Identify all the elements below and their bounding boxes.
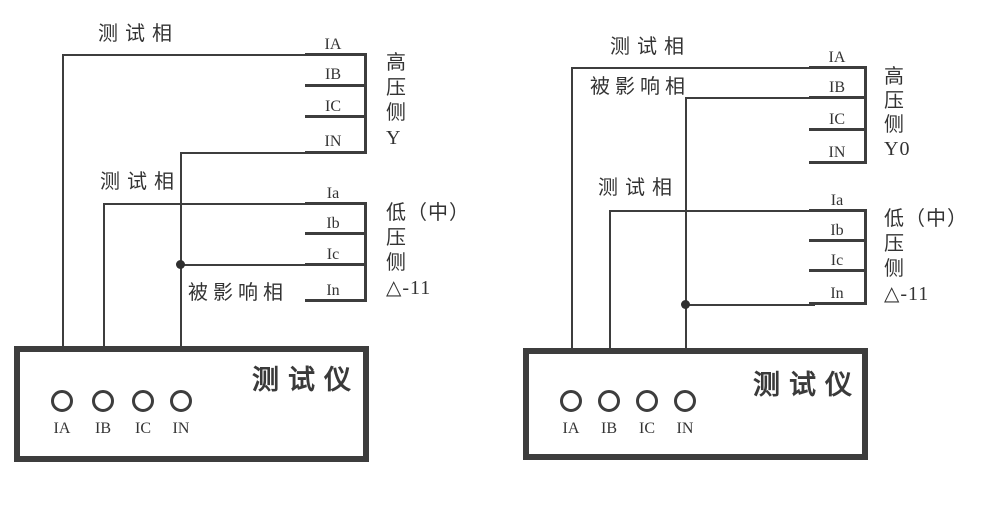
tester-terminal-circle-ic	[636, 390, 658, 412]
tester-terminal-label-ib: IB	[601, 420, 617, 437]
hv-terminal-bar-ia	[809, 66, 867, 69]
lv-terminal-bar-ib	[809, 239, 867, 242]
lv-winding-bracket	[364, 202, 367, 302]
tester-name: 测试仪	[753, 370, 861, 400]
tester-terminal-label-in: IN	[172, 420, 190, 437]
label-test-phase-low: 测试相	[598, 177, 679, 199]
tester-terminal-label-ia: IA	[562, 420, 580, 437]
wire-neutral-high-horizontal	[180, 152, 310, 154]
hv-terminal-bar-in	[809, 161, 867, 164]
lv-terminal-bar-ia	[305, 202, 367, 205]
lv-terminal-bar-in	[809, 302, 867, 305]
hv-winding-bracket	[364, 53, 367, 154]
hv-terminal-bar-ic	[809, 128, 867, 131]
lv-terminal-bar-ic	[809, 269, 867, 272]
hv-terminal-label-ib: IB	[325, 66, 341, 83]
hv-side-label: 高 压 侧 Y	[386, 52, 407, 149]
hv-terminal-bar-ib	[305, 84, 367, 87]
wire-test-phase-low-horizontal	[609, 210, 815, 212]
hv-terminal-label-ia: IA	[324, 36, 342, 53]
label-affected-phase: 被影响相	[188, 282, 288, 304]
lv-terminal-label-ic: Ic	[326, 246, 340, 263]
lv-side-label: 低（中） 压 侧 △-11	[386, 202, 470, 299]
tester-terminal-circle-in	[170, 390, 192, 412]
wire-test-phase-high-vertical	[571, 67, 573, 392]
tester-terminal-circle-ic	[132, 390, 154, 412]
lv-terminal-label-ib: Ib	[830, 222, 844, 239]
hv-terminal-bar-in	[305, 151, 367, 154]
wire-test-phase-high-vertical	[62, 54, 64, 392]
lv-terminal-label-ia: Ia	[326, 185, 340, 202]
hv-side-label: 高 压 侧 Y0	[884, 66, 911, 160]
tester-name: 测试仪	[252, 365, 360, 395]
hv-terminal-label-ia: IA	[828, 49, 846, 66]
wire-affected-phase-horizontal	[685, 97, 815, 99]
junction-dot	[176, 260, 185, 269]
hv-terminal-bar-ib	[809, 96, 867, 99]
hv-terminal-label-in: IN	[324, 133, 342, 150]
label-test-phase-high: 测试相	[98, 23, 179, 45]
hv-terminal-bar-ia	[305, 53, 367, 56]
lv-terminal-label-ia: Ia	[830, 192, 844, 209]
tester-terminal-circle-in	[674, 390, 696, 412]
hv-terminal-label-ic: IC	[325, 98, 341, 115]
label-test-phase-high: 测试相	[610, 36, 691, 58]
lv-side-label: 低（中） 压 侧 △-11	[884, 208, 968, 305]
tester-terminal-circle-ia	[51, 390, 73, 412]
wire-affected-phase-vertical	[685, 97, 687, 392]
tester-terminal-label-ic: IC	[639, 420, 655, 437]
hv-terminal-label-ic: IC	[829, 111, 845, 128]
lv-terminal-label-in: In	[326, 282, 340, 299]
lv-terminal-label-ic: Ic	[830, 252, 844, 269]
wire-test-phase-high-horizontal	[62, 54, 310, 56]
lv-terminal-bar-ia	[809, 209, 867, 212]
tester-terminal-label-in: IN	[676, 420, 694, 437]
tester-terminal-circle-ia	[560, 390, 582, 412]
lv-terminal-label-ib: Ib	[326, 215, 340, 232]
wire-neutral-branch	[685, 304, 815, 306]
wire-affected-phase-branch	[180, 264, 310, 266]
label-affected-phase: 被影响相	[590, 76, 690, 98]
lv-winding-bracket	[864, 209, 867, 305]
wire-test-phase-low-horizontal	[103, 203, 310, 205]
wire-test-phase-low-vertical	[609, 210, 611, 392]
lv-terminal-bar-in	[305, 299, 367, 302]
hv-terminal-bar-ic	[305, 115, 367, 118]
tester-terminal-circle-ib	[598, 390, 620, 412]
wire-test-phase-low-vertical	[103, 203, 105, 392]
wire-neutral-vertical	[180, 152, 182, 392]
wire-test-phase-high-horizontal	[571, 67, 815, 69]
tester-terminal-circle-ib	[92, 390, 114, 412]
label-test-phase-low: 测试相	[100, 171, 181, 193]
junction-dot	[681, 300, 690, 309]
tester-terminal-label-ic: IC	[135, 420, 151, 437]
lv-terminal-label-in: In	[830, 285, 844, 302]
lv-terminal-bar-ib	[305, 232, 367, 235]
tester-terminal-label-ib: IB	[95, 420, 111, 437]
lv-terminal-bar-ic	[305, 263, 367, 266]
hv-winding-bracket	[864, 66, 867, 164]
hv-terminal-label-in: IN	[828, 144, 846, 161]
hv-terminal-label-ib: IB	[829, 79, 845, 96]
tester-terminal-label-ia: IA	[53, 420, 71, 437]
